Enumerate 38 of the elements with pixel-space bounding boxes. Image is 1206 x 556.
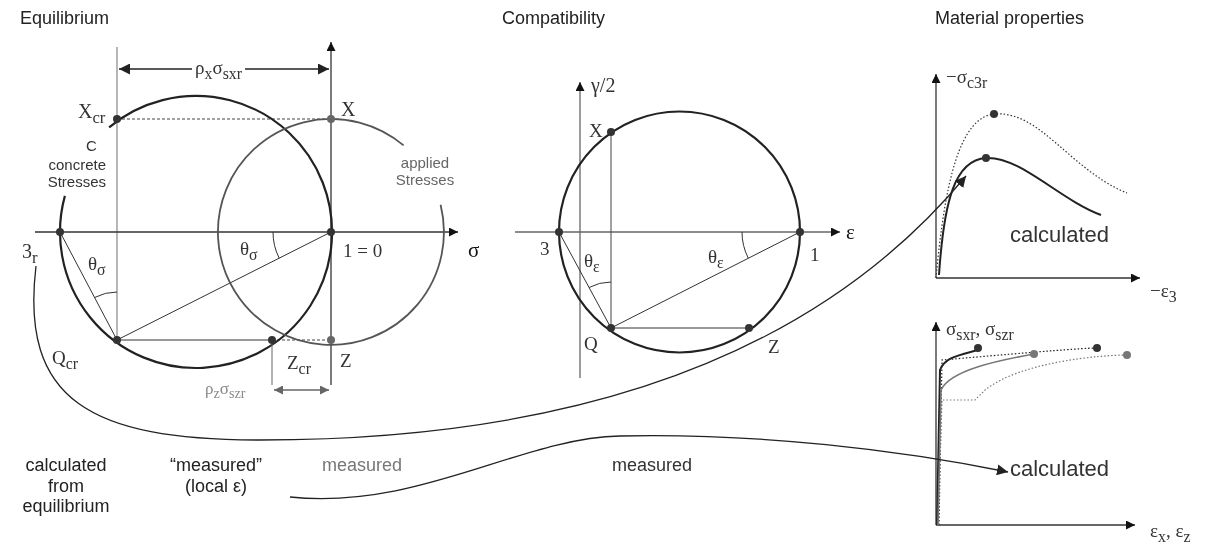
axis-label: −ε$_{3}$ [1150,280,1177,306]
axis-label: σ$_{sxr}$, σ$_{szr}$ [946,318,1014,344]
point-label: Q$_{cr}$ [52,347,79,373]
axis-label: γ/2 [591,74,616,97]
arrow [33,175,967,441]
angle-label: θ$_{σ}$ [88,253,106,279]
source-label: calculated from equilibrium [21,455,111,518]
source-label: “measured” (local ε) [160,455,272,497]
point-label: 3 [540,238,550,260]
panel-title: Material properties [935,8,1085,29]
point-label: 1 [810,244,820,266]
point-label: Q [584,333,598,355]
curve-label: calculated [1010,222,1110,248]
point-label: C [86,137,97,155]
point-label: 1 = 0 [343,240,383,262]
axis-label: −σ$_{c3r}$ [946,66,988,92]
axis-label: ε$_{x}$, ε$_{z}$ [1150,520,1191,546]
panel-title: Equilibrium [20,8,110,29]
axis-label: σ [468,238,480,263]
angle-label: θ$_{ε}$ [584,250,600,276]
point-label: Z [768,336,780,358]
curve-label: calculated [1010,456,1110,482]
axis-label: ε [846,220,855,245]
dimension-label: ρ$_{z}$σ$_{szr}$ [205,379,246,402]
panel-title: Compatibility [502,8,606,29]
angle-label: θ$_{ε}$ [708,246,724,272]
point-label: X [341,98,356,121]
point-label: X [589,120,603,142]
point-label: Z [340,350,352,372]
point-label: Z$_{cr}$ [287,352,311,378]
source-label: measured [612,455,693,476]
circle-label: applied Stresses [394,154,456,189]
circle-label: concrete Stresses [46,156,106,191]
point-label: X$_{cr}$ [78,100,106,128]
point-label: 3$_{r}$ [22,240,38,268]
source-label: measured [322,455,403,476]
arrow [289,435,1009,500]
angle-label: θ$_{σ}$ [240,238,258,264]
